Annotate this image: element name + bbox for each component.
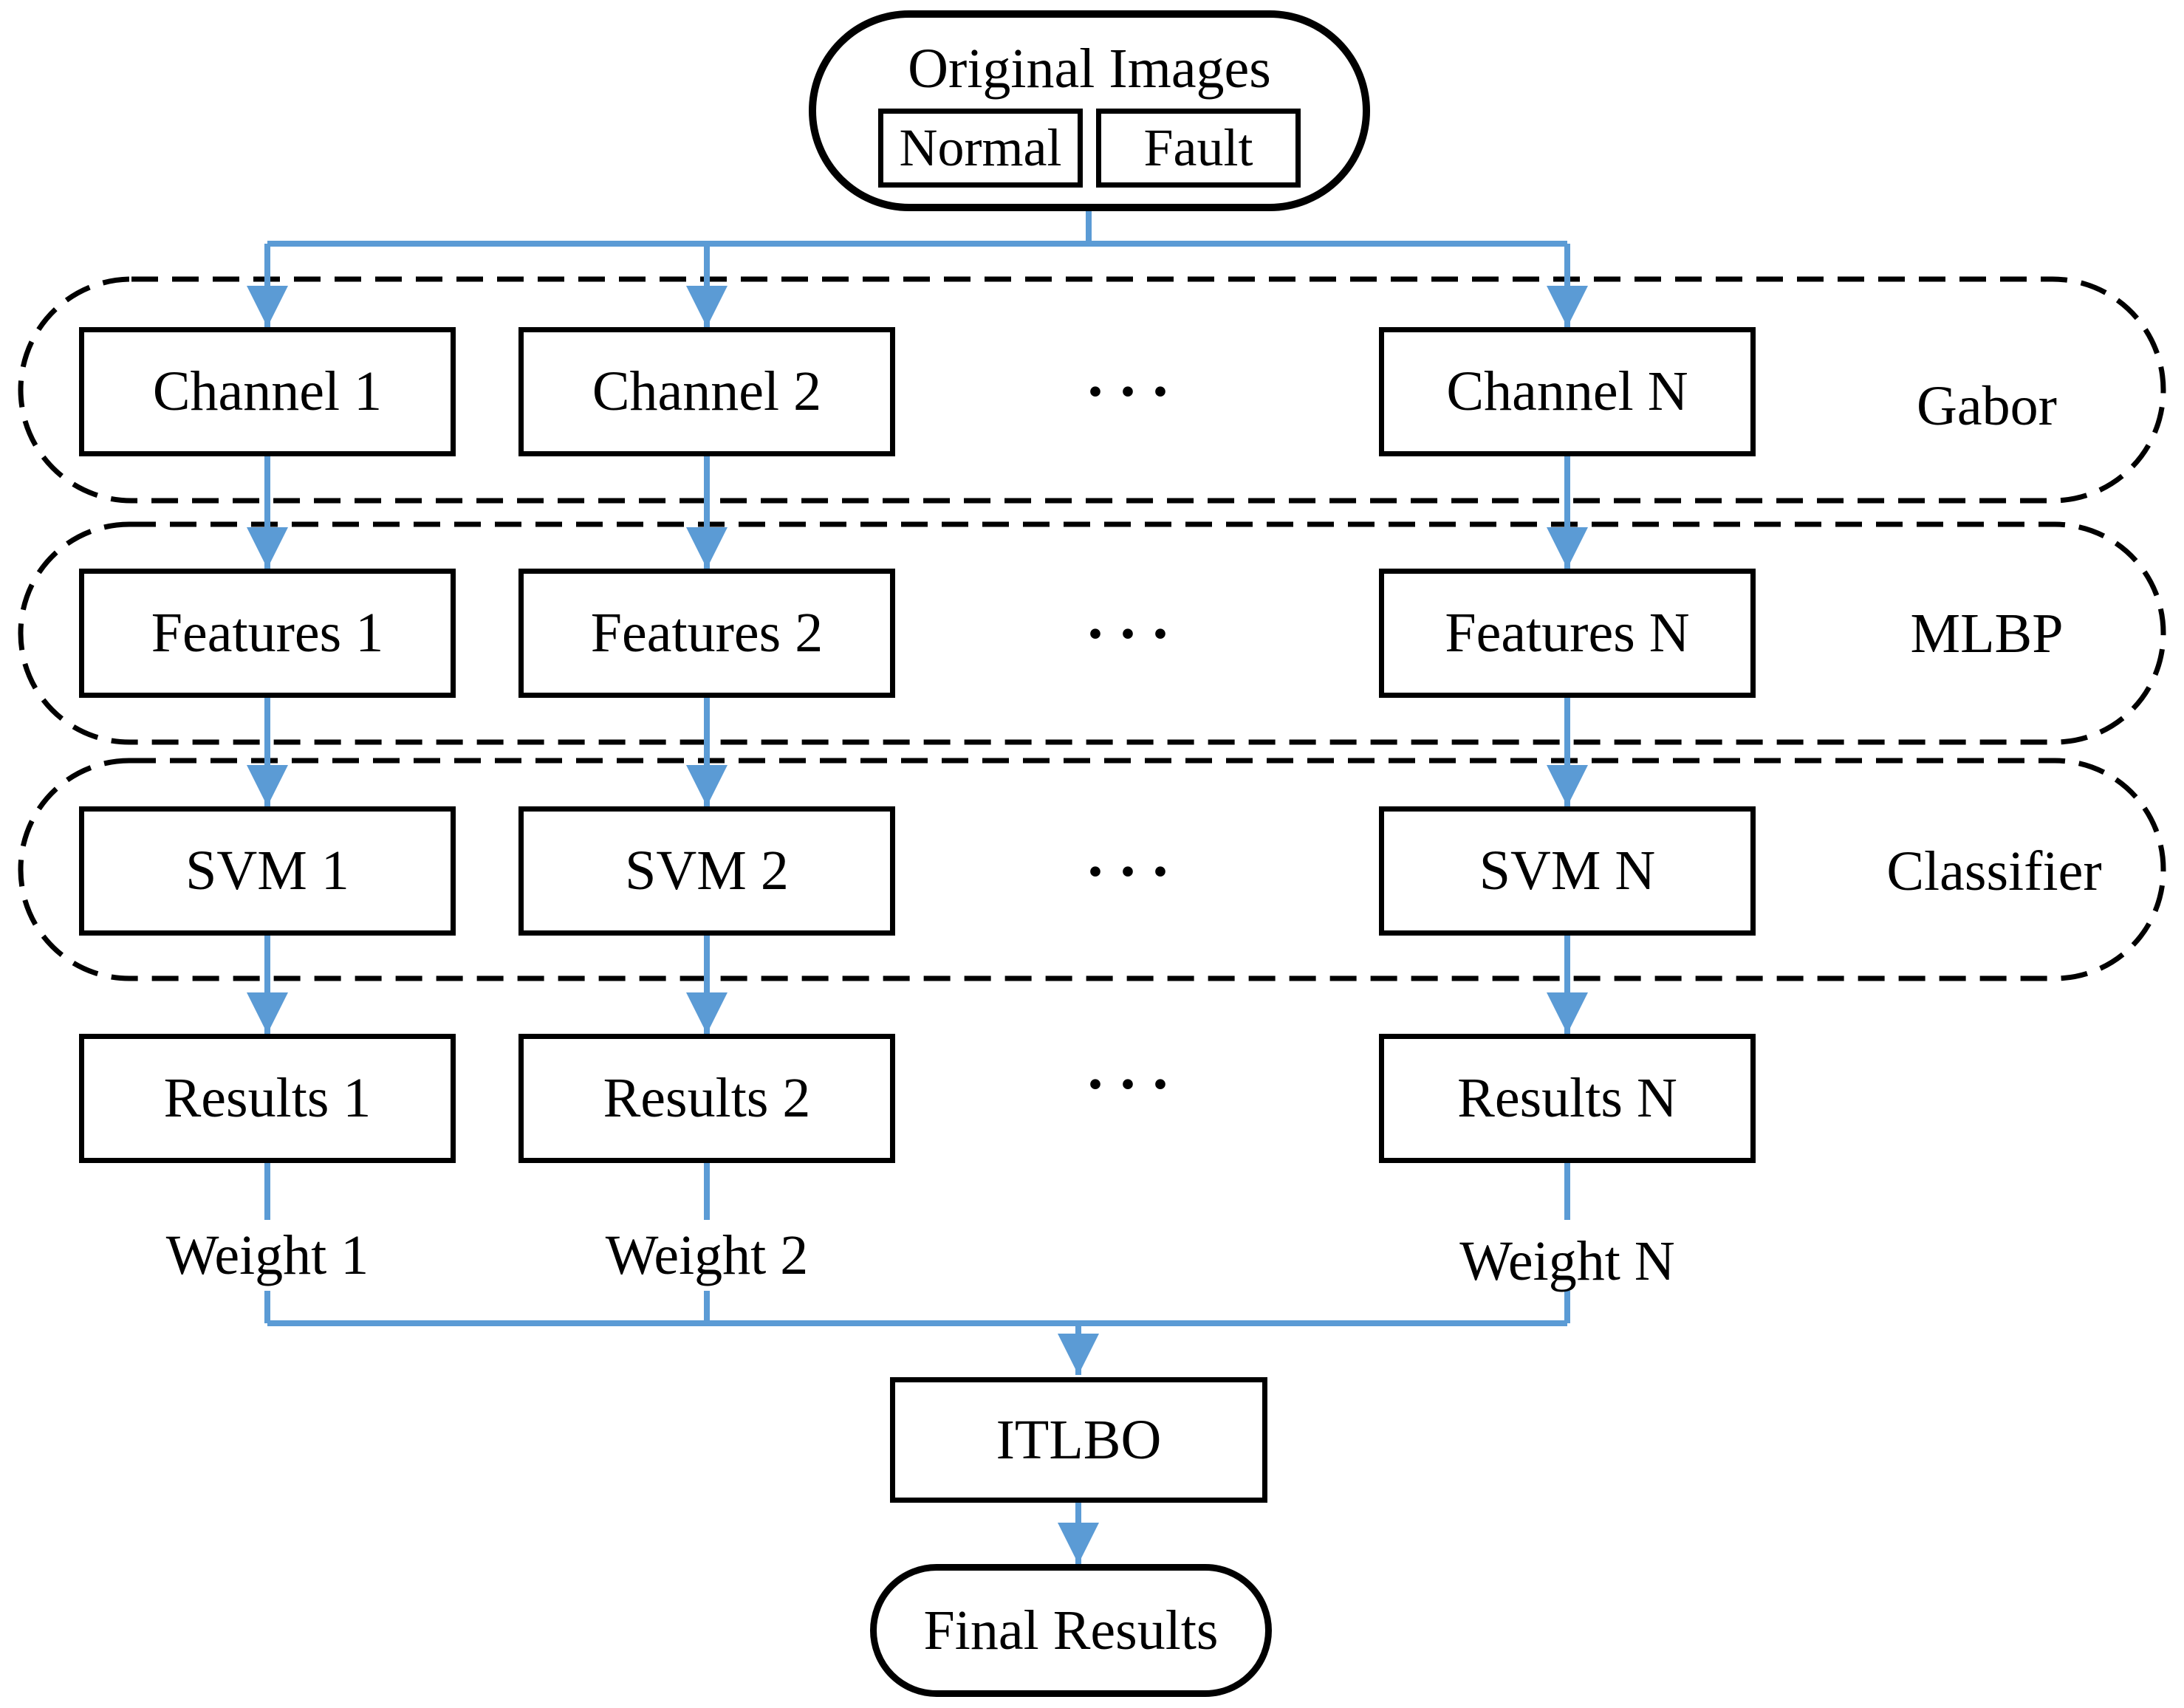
mlbp-band-label: MLBP	[1910, 602, 2064, 665]
svm-2-box: SVM 2	[518, 806, 895, 936]
features-1-box: Features 1	[79, 569, 456, 698]
mlbp-band	[18, 521, 2166, 745]
gabor-band-label: Gabor	[1917, 374, 2057, 437]
results-2-box: Results 2	[518, 1034, 895, 1163]
results-n-box: Results N	[1379, 1034, 1756, 1163]
channel-n-box: Channel N	[1379, 327, 1756, 456]
gabor-band	[18, 276, 2166, 504]
itlbo-box: ITLBO	[890, 1377, 1267, 1503]
weight-2-label: Weight 2	[605, 1224, 809, 1286]
svm-n-box: SVM N	[1379, 806, 1756, 936]
features-2-box: Features 2	[518, 569, 895, 698]
normal-class-box: Normal	[878, 109, 1083, 188]
svms-ellipsis: ···	[1084, 837, 1183, 906]
final-results-node: Final Results	[870, 1564, 1272, 1697]
results-1-box: Results 1	[79, 1034, 456, 1163]
channels-ellipsis: ···	[1084, 357, 1183, 426]
svm-1-box: SVM 1	[79, 806, 456, 936]
results-ellipsis: ···	[1084, 1049, 1183, 1119]
image-class-row: Normal Fault	[878, 109, 1301, 188]
dashed-bands	[18, 276, 2166, 981]
connector-lines	[247, 208, 1588, 1564]
channel-2-box: Channel 2	[518, 327, 895, 456]
features-ellipsis: ···	[1084, 599, 1183, 668]
original-images-node: Original Images Normal Fault	[809, 10, 1370, 211]
classifier-band	[18, 758, 2166, 981]
features-n-box: Features N	[1379, 569, 1756, 698]
weight-1-label: Weight 1	[165, 1224, 369, 1286]
channel-1-box: Channel 1	[79, 327, 456, 456]
original-images-label: Original Images	[908, 38, 1271, 100]
weight-n-label: Weight N	[1459, 1229, 1675, 1292]
fault-class-box: Fault	[1096, 109, 1301, 188]
classifier-band-label: Classifier	[1886, 840, 2102, 902]
